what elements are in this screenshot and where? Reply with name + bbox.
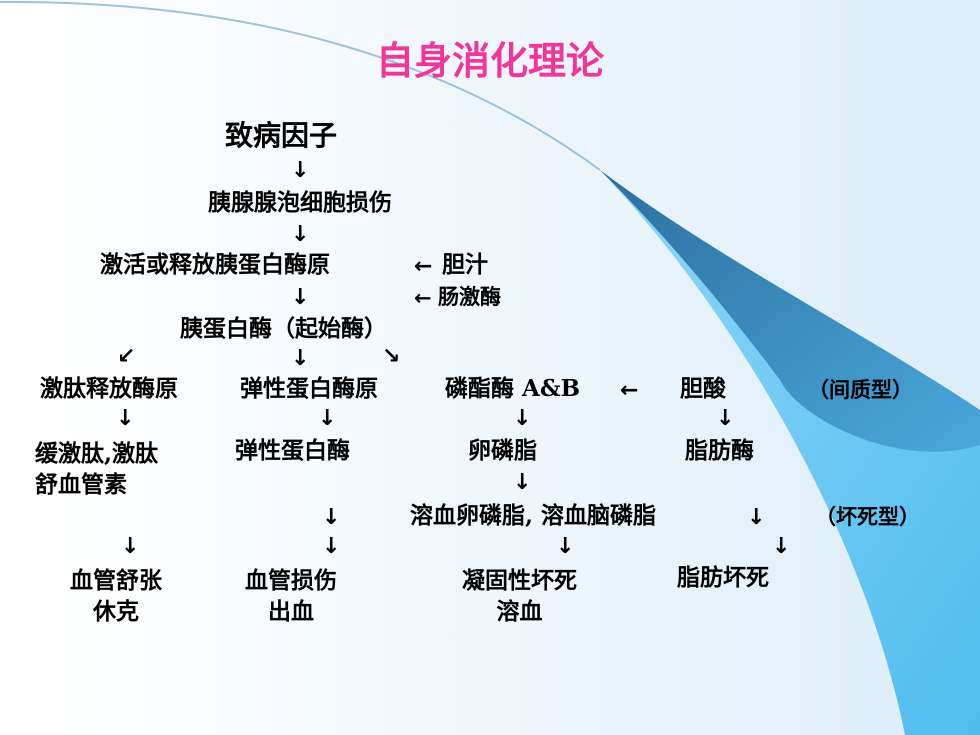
node-proelastase: 弹性蛋白酶原 bbox=[240, 375, 378, 402]
arrow-down: ↓ bbox=[291, 346, 310, 371]
arrow-down: ↓ bbox=[116, 406, 135, 431]
arrow-down: ↓ bbox=[772, 534, 791, 559]
slide-title: 自身消化理论 bbox=[375, 39, 604, 83]
swoosh-dark bbox=[600, 170, 980, 452]
node-bile-acid: 胆酸 bbox=[680, 375, 726, 402]
arrow-down-left: ↙ bbox=[117, 344, 136, 369]
arrow-down: ↓ bbox=[513, 406, 532, 431]
node-vasodilation-shock: 血管舒张 休克 bbox=[70, 567, 162, 626]
node-trypsin: 胰蛋白酶（起始酶） bbox=[180, 315, 387, 342]
node-activate-trypsinogen: 激活或释放胰蛋白酶原 bbox=[100, 251, 330, 278]
node-kallikreinogen: 激肽释放酶原 bbox=[40, 375, 178, 402]
arrow-down: ↓ bbox=[291, 222, 310, 247]
arrow-down: ↓ bbox=[322, 505, 341, 530]
swoosh-light bbox=[600, 170, 980, 735]
node-fat-necrosis: 脂肪坏死 bbox=[677, 564, 769, 591]
node-phospholipase: 磷酯酶 A&B bbox=[445, 375, 581, 402]
node-lecithin: 卵磷脂 bbox=[468, 437, 537, 464]
arrow-left: ← bbox=[414, 254, 433, 279]
arrow-down: ↓ bbox=[513, 470, 532, 495]
swoosh-outline bbox=[0, 0, 601, 171]
node-acinar-injury: 胰腺腺泡细胞损伤 bbox=[208, 189, 392, 216]
label-necrotic-type: （坏死型） bbox=[815, 504, 920, 529]
node-enterokinase: 肠激酶 bbox=[438, 284, 501, 309]
arrow-down: ↓ bbox=[121, 534, 140, 559]
node-lipase: 脂肪酶 bbox=[685, 437, 754, 464]
arrow-down: ↓ bbox=[291, 158, 310, 183]
node-bile: 胆汁 bbox=[442, 251, 488, 278]
arrow-down: ↓ bbox=[716, 406, 735, 431]
arrow-down: ↓ bbox=[291, 285, 310, 310]
arrow-left: ← bbox=[414, 286, 432, 310]
arrow-down: ↓ bbox=[747, 505, 766, 530]
node-cause: 致病因子 bbox=[225, 119, 338, 152]
arrow-left: ← bbox=[620, 378, 639, 403]
arrow-down-right: ↘ bbox=[382, 344, 401, 369]
node-lysolecithin: 溶血卵磷脂, 溶血脑磷脂 bbox=[410, 502, 657, 529]
arrow-down: ↓ bbox=[322, 534, 341, 559]
node-coagulative-necrosis: 凝固性坏死 溶血 bbox=[462, 567, 577, 626]
node-elastase: 弹性蛋白酶 bbox=[235, 437, 350, 464]
arrow-down: ↓ bbox=[318, 406, 337, 431]
label-interstitial-type: （间质型） bbox=[808, 377, 913, 402]
node-bradykinin: 缓激肽,激肽 舒血管素 bbox=[35, 440, 159, 499]
node-vessel-damage: 血管损伤 出血 bbox=[245, 567, 337, 626]
arrow-down: ↓ bbox=[556, 534, 575, 559]
